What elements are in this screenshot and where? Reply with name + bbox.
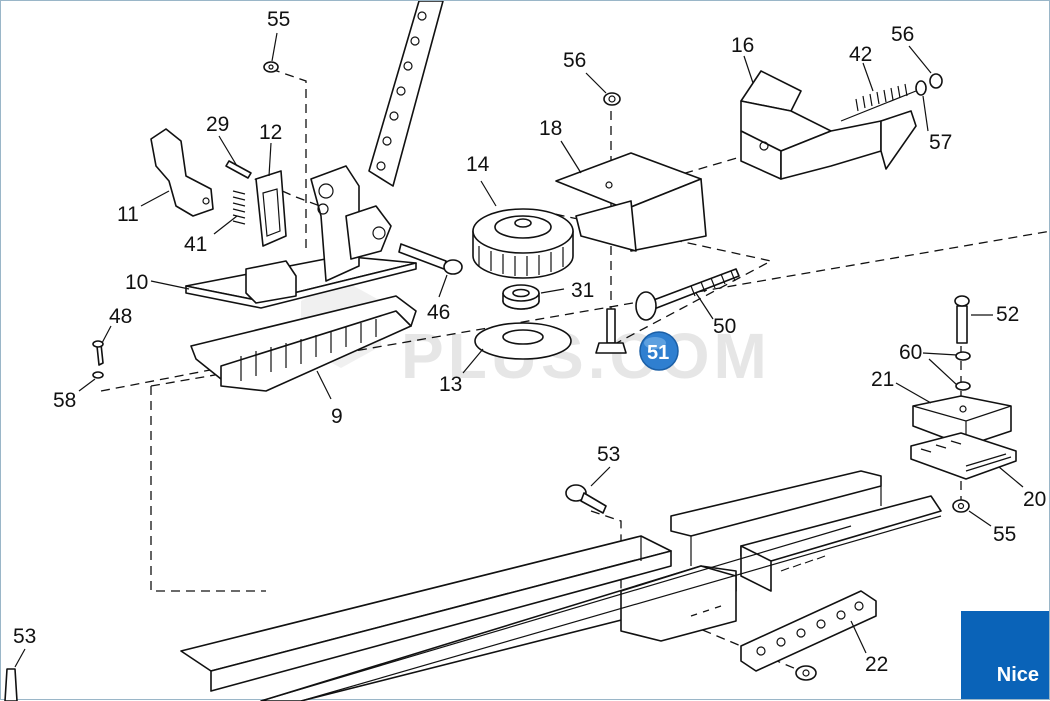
screw-53-left: [4, 668, 18, 701]
label-31: 31: [571, 279, 594, 302]
label-58: 58: [53, 389, 76, 412]
bolt-50: [635, 268, 740, 321]
washer-60-b: [955, 381, 971, 391]
label-10: 10: [125, 271, 148, 294]
label-21: 21: [871, 368, 894, 391]
label-22: 22: [865, 653, 888, 676]
plate-12: [255, 170, 287, 247]
guide-line-55: [270, 68, 307, 251]
washer-13: [474, 322, 572, 360]
label-9: 9: [331, 405, 343, 428]
highlight-badge-51[interactable]: 51: [639, 331, 679, 371]
bearing-31: [502, 284, 540, 310]
label-14: 14: [466, 153, 490, 176]
label-46: 46: [427, 301, 450, 324]
label-56-spring: 56: [891, 23, 914, 46]
bolt-51: [595, 308, 627, 354]
washer-60-a: [955, 351, 971, 361]
label-48: 48: [109, 305, 132, 328]
nut-55-bottom: [952, 499, 970, 513]
washer-57: [915, 80, 927, 96]
bolt-46: [398, 243, 463, 275]
guide-line-left: [150, 386, 266, 592]
slotted-arm: [368, 1, 444, 187]
label-20: 20: [1023, 488, 1046, 511]
nut-55-top: [263, 61, 279, 73]
brand-logo: Nice: [961, 611, 1049, 699]
bolt-52: [954, 295, 970, 344]
bracket-16: [740, 70, 917, 180]
pin-29: [225, 160, 252, 179]
spring-42: [840, 83, 917, 122]
toothed-pad-20: [910, 432, 1017, 480]
spring-41: [232, 190, 246, 225]
bracket-18: [555, 152, 707, 252]
leader-lines: [14, 32, 1024, 668]
label-13: 13: [439, 373, 462, 396]
slotted-plate-22: [740, 590, 877, 672]
svg-text:51: 51: [647, 342, 669, 364]
label-11: 11: [117, 203, 139, 226]
carriage-10: [185, 165, 417, 309]
label-16: 16: [731, 34, 754, 57]
release-lever-11: [150, 128, 214, 217]
screw-48: [92, 340, 104, 366]
label-55-top: 55: [267, 8, 290, 31]
label-53-center: 53: [597, 443, 620, 466]
label-41: 41: [184, 233, 207, 256]
pulley-14: [472, 208, 574, 279]
nut-56-bracket: [603, 92, 621, 106]
label-52: 52: [996, 303, 1019, 326]
label-53-left: 53: [13, 625, 36, 648]
toothed-slider-9: [190, 295, 417, 392]
label-29: 29: [206, 113, 229, 136]
label-18: 18: [539, 117, 562, 140]
washer-58: [92, 371, 104, 379]
label-50: 50: [713, 315, 736, 338]
label-42: 42: [849, 43, 872, 66]
screw-53-center: [565, 484, 607, 514]
part-numbers: 55 29 12 11 41 10 48 58 9 46 14 31 13 56…: [13, 8, 1046, 676]
label-56-bracket: 56: [563, 49, 586, 72]
label-12: 12: [259, 121, 282, 144]
nut-bottom: [795, 665, 817, 681]
nut-56-spring: [929, 73, 943, 89]
rail-assembly: [180, 470, 942, 701]
label-60: 60: [899, 341, 922, 364]
label-55-bottom: 55: [993, 523, 1016, 546]
label-57: 57: [929, 131, 952, 154]
